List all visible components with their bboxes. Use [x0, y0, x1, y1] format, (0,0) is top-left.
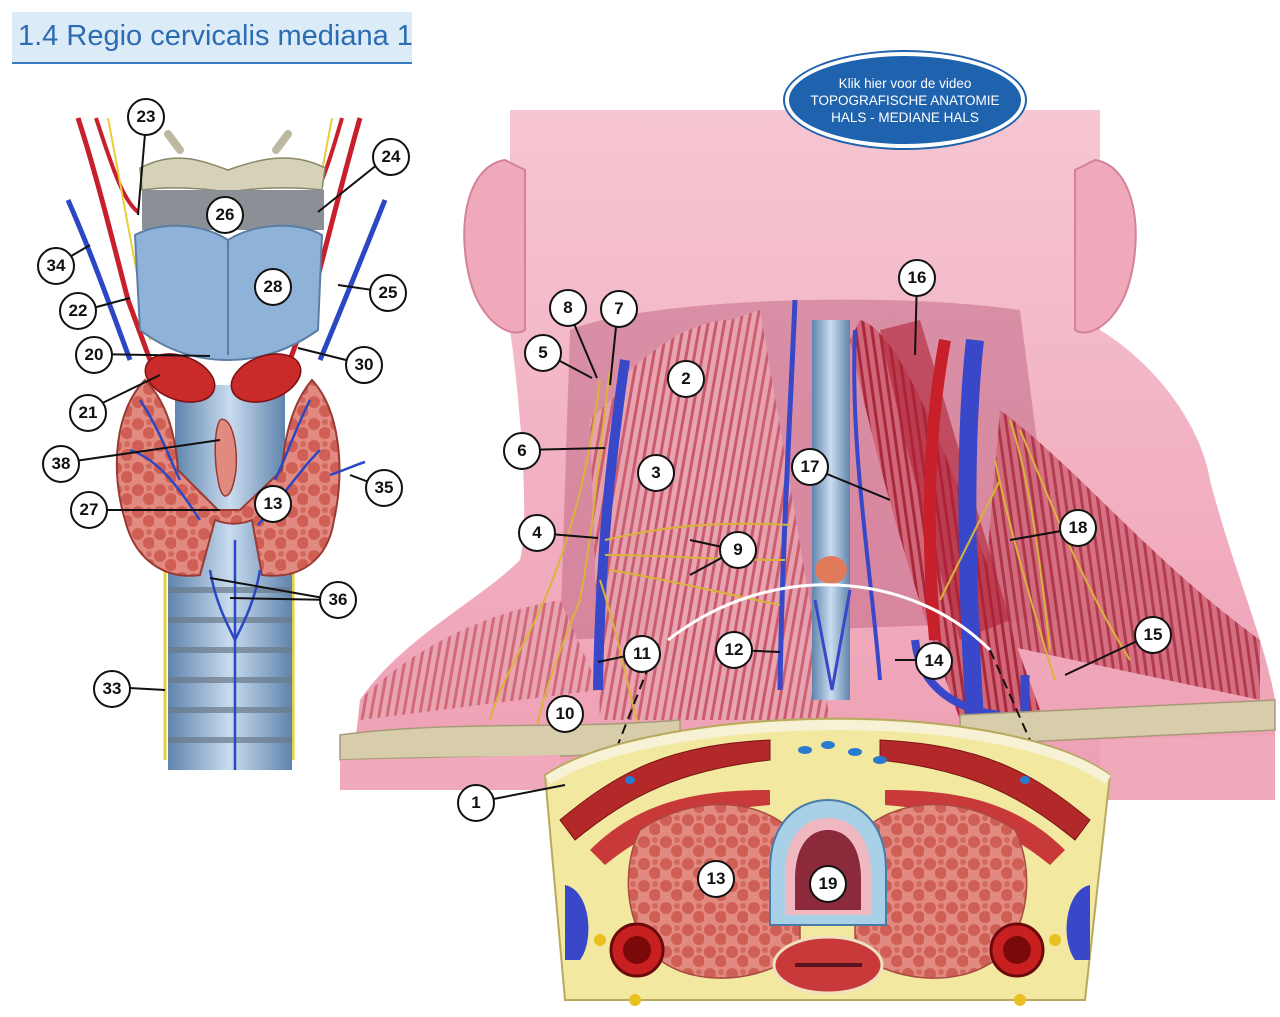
label-36: 36 [319, 581, 357, 619]
label-15: 15 [1134, 616, 1172, 654]
label-33: 33 [93, 670, 131, 708]
title-bar: 1.4 Regio cervicalis mediana 1 [12, 12, 413, 64]
label-12: 12 [715, 631, 753, 669]
label-16: 16 [898, 259, 936, 297]
label-24: 24 [372, 138, 410, 176]
label-28: 28 [254, 268, 292, 306]
label-9: 9 [719, 531, 757, 569]
label-30: 30 [345, 346, 383, 384]
label-11: 11 [623, 635, 661, 673]
label-27: 27 [70, 491, 108, 529]
label-20: 20 [75, 336, 113, 374]
label-21: 21 [69, 394, 107, 432]
label-10: 10 [546, 695, 584, 733]
label-5: 5 [524, 334, 562, 372]
label-13-section: 13 [697, 860, 735, 898]
neck-figure [339, 110, 1276, 1006]
label-23: 23 [127, 98, 165, 136]
label-7: 7 [600, 290, 638, 328]
label-25: 25 [369, 274, 407, 312]
label-8: 8 [549, 289, 587, 327]
label-18: 18 [1059, 509, 1097, 547]
label-26: 26 [206, 196, 244, 234]
video-link-button[interactable]: Klik hier voor de video TOPOGRAFISCHE AN… [785, 52, 1025, 148]
label-13-thyroid: 13 [254, 485, 292, 523]
label-4: 4 [518, 514, 556, 552]
label-19: 19 [809, 865, 847, 903]
page-title: 1.4 Regio cervicalis mediana 1 [18, 20, 413, 52]
label-6: 6 [503, 432, 541, 470]
label-14: 14 [915, 642, 953, 680]
label-38: 38 [42, 445, 80, 483]
label-34: 34 [37, 247, 75, 285]
label-3: 3 [637, 454, 675, 492]
label-1: 1 [457, 784, 495, 822]
label-22: 22 [59, 292, 97, 330]
video-button-line-2: TOPOGRAFISCHE ANATOMIE [810, 92, 1000, 108]
video-button-line-1: Klik hier voor de video [838, 75, 972, 91]
label-2: 2 [667, 360, 705, 398]
video-button-line-3: HALS - MEDIANE HALS [831, 109, 979, 125]
label-17: 17 [791, 448, 829, 486]
cross-section [543, 717, 1112, 1006]
label-35: 35 [365, 469, 403, 507]
